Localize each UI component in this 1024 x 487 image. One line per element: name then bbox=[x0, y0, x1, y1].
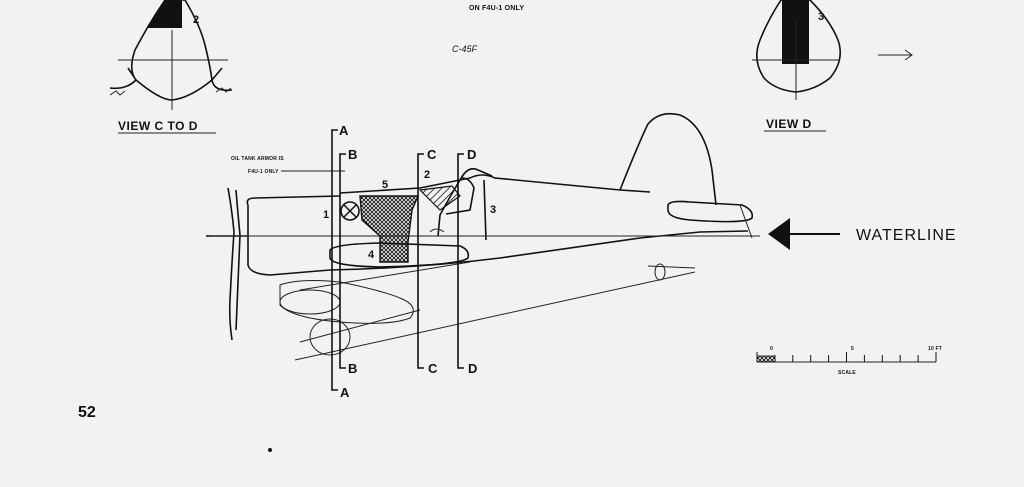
callout-5: 5 bbox=[382, 179, 388, 191]
direction-arrow bbox=[878, 49, 913, 61]
section-a-top-label: A bbox=[339, 123, 349, 138]
section-d-bottom-label: D bbox=[468, 361, 477, 376]
section-line-b: B B bbox=[339, 147, 357, 376]
aircraft-side-view bbox=[206, 112, 760, 361]
page-number: 52 bbox=[78, 404, 96, 421]
section-line-a: A A bbox=[331, 123, 350, 400]
scale-start: 0 bbox=[770, 346, 773, 352]
view-d: 3 VIEW D bbox=[752, 0, 913, 132]
waterline-label: WATERLINE bbox=[856, 227, 957, 244]
section-c-bottom-label: C bbox=[428, 361, 438, 376]
section-b-top-label: B bbox=[348, 147, 357, 162]
section-a-bottom-label: A bbox=[340, 385, 350, 400]
scale-end: 10 FT bbox=[928, 346, 942, 352]
section-line-c: C C bbox=[417, 147, 438, 376]
speck bbox=[268, 448, 272, 452]
section-d-top-label: D bbox=[467, 147, 476, 162]
callout-4: 4 bbox=[368, 249, 375, 261]
scale-bar: 0 5 10 FT SCALE bbox=[756, 346, 942, 376]
section-line-d: D D bbox=[457, 147, 477, 376]
scale-mid: 5 bbox=[851, 346, 854, 352]
oil-tank-note-line1: OIL TANK ARMOR IS bbox=[231, 156, 284, 162]
waterline-arrow-icon bbox=[768, 218, 790, 250]
oil-tank-circle bbox=[340, 201, 360, 221]
view-c-to-d-callout: 2 bbox=[193, 14, 199, 26]
callout-2: 2 bbox=[424, 169, 430, 181]
waterline-marker: WATERLINE bbox=[768, 218, 957, 250]
header-note: ON F4U-1 ONLY bbox=[469, 5, 524, 12]
scale-label: SCALE bbox=[838, 370, 856, 376]
view-d-caption: VIEW D bbox=[766, 117, 812, 131]
oil-tank-note-line2: F4U-1 ONLY bbox=[248, 169, 279, 175]
handwritten-note: C-45F bbox=[452, 44, 478, 54]
view-c-to-d: 2 VIEW C TO D bbox=[109, 0, 233, 134]
callout-1: 1 bbox=[323, 209, 329, 221]
oil-tank-armor bbox=[359, 195, 420, 263]
section-b-bottom-label: B bbox=[348, 361, 357, 376]
section-c-top-label: C bbox=[427, 147, 437, 162]
view-c-to-d-caption: VIEW C TO D bbox=[118, 119, 198, 133]
armor-plate-shaded bbox=[147, 0, 182, 28]
cockpit-armor bbox=[418, 185, 461, 211]
view-d-callout: 3 bbox=[818, 11, 824, 23]
callout-3: 3 bbox=[490, 204, 496, 216]
